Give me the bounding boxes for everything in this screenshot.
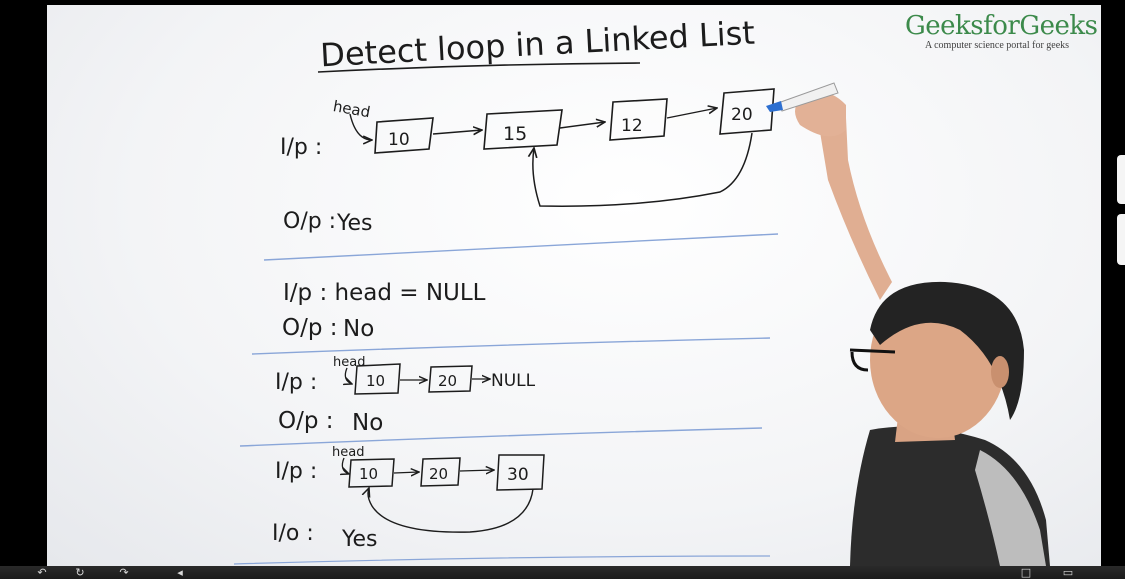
ex1-output-label: O/p : (283, 209, 336, 234)
ex3-head-arrow (345, 367, 352, 384)
divider-line (251, 337, 771, 355)
whiteboard-drawing: Detect loop in a Linked List I/p : head … (233, 14, 1050, 566)
forward-icon[interactable]: ↷ (119, 566, 129, 579)
ex1-node: 12 (609, 98, 668, 141)
ex3-node: 20 (428, 365, 473, 393)
divider-line (239, 427, 763, 447)
captions-icon[interactable]: □ (1020, 566, 1032, 579)
fullscreen-icon[interactable]: ▭ (1062, 566, 1074, 579)
ex1-node: 15 (483, 109, 563, 150)
ex4-node-value: 30 (507, 465, 529, 485)
volume-icon[interactable]: ◂ (177, 566, 183, 579)
title-underline (317, 62, 641, 73)
ex1-output-value: Yes (336, 211, 373, 236)
ex2-output-value: No (343, 316, 374, 342)
ex3-node-value: 10 (366, 372, 385, 390)
ex4-node-value: 20 (429, 465, 448, 483)
ex3-node: 10 (354, 363, 401, 395)
side-panel-tab[interactable] (1117, 214, 1125, 265)
ex4-loop-arrow (368, 488, 534, 533)
ex4-node: 10 (348, 458, 395, 488)
ex4-input-label: I/p : (275, 459, 317, 484)
presenter-shirt-pattern (975, 450, 1046, 566)
logo-title: GeeksforGeeks (905, 11, 1098, 41)
ex4-output-label: I/o : (272, 521, 314, 546)
ex3-output-value: No (352, 410, 383, 436)
ex1-node-value: 20 (731, 105, 753, 125)
ex1-loop-arrow (533, 132, 753, 207)
ex3-head-label: head (333, 355, 365, 370)
ex1-link-arrow (559, 122, 605, 129)
ex1-node-value: 10 (388, 130, 410, 150)
presenter-glasses (849, 348, 896, 372)
ex4-link-arrow (393, 472, 419, 473)
ex1-input-label: I/p : (280, 135, 322, 160)
presenter-ear (991, 356, 1009, 388)
ex1-node-value: 12 (621, 116, 643, 136)
ex2-input-label: I/p : head = NULL (283, 280, 486, 306)
ex4-node: 30 (496, 454, 545, 491)
ex1-link-arrow (666, 108, 717, 119)
divider-line (233, 555, 771, 565)
ex4-node-value: 10 (359, 465, 378, 483)
ex4-head-arrow (342, 457, 349, 474)
logo-tagline: A computer science portal for geeks (924, 40, 1070, 51)
divider-line (263, 233, 779, 261)
ex1-node: 10 (374, 117, 434, 154)
presenter-arm (818, 109, 892, 300)
ex1-link-arrow (432, 130, 482, 134)
geeksforgeeks-logo: GeeksforGeeks A computer science portal … (905, 11, 1098, 52)
ex4-head-label: head (332, 445, 364, 460)
ex3-tail-label: NULL (491, 371, 536, 391)
side-panel-tab[interactable] (1117, 155, 1125, 204)
presenter (795, 91, 1050, 566)
ex1-node: 20 (719, 88, 775, 135)
ex3-node-value: 20 (438, 372, 457, 390)
ex1-node-value: 15 (503, 123, 527, 145)
ex1-head-arrow (349, 113, 372, 140)
player-controls-bar: ↶ ↻ ↷ ◂ □ ▭ (0, 566, 1125, 579)
rewind-icon[interactable]: ↻ (75, 566, 85, 579)
ex2-output-label: O/p : (282, 315, 338, 341)
marker-pen (766, 82, 839, 112)
presenter-hair (870, 281, 1024, 420)
board-title: Detect loop in a Linked List (319, 14, 755, 75)
ex4-output-value: Yes (341, 527, 378, 552)
ex4-node: 20 (420, 457, 461, 487)
video-frame[interactable]: Detect loop in a Linked List I/p : head … (0, 0, 1125, 566)
ex4-link-arrow (459, 470, 494, 471)
ex3-input-label: I/p : (275, 370, 317, 395)
previous-icon[interactable]: ↶ (37, 566, 47, 579)
ex3-output-label: O/p : (278, 408, 334, 434)
